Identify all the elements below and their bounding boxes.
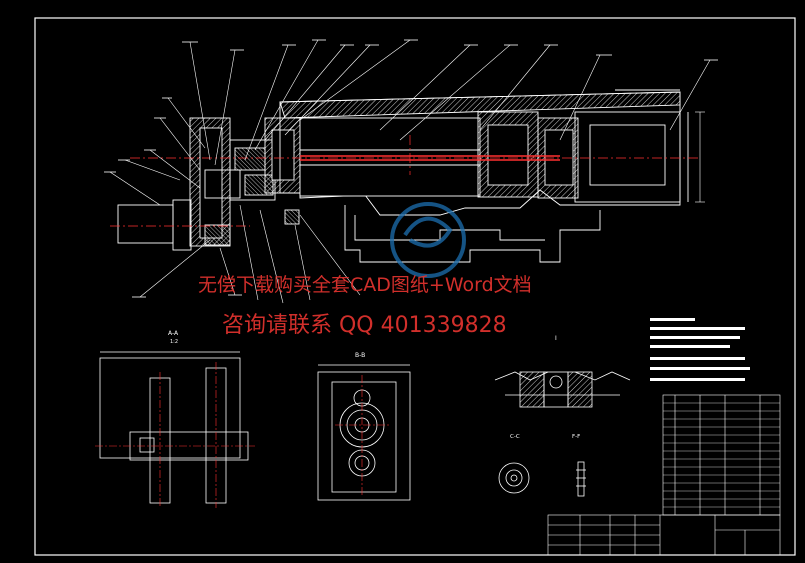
section-detail-view — [576, 461, 586, 497]
title-block — [547, 514, 781, 556]
drawing-frame — [34, 17, 796, 556]
watermark-logo-icon — [390, 202, 466, 278]
section-a-label: A-A — [168, 330, 179, 337]
section-c-label: C-C — [510, 434, 520, 440]
main-centerlines — [110, 135, 700, 227]
section-detail-label: F-F — [572, 434, 580, 440]
parts-list-rows — [663, 402, 780, 508]
watermark-line-1: 无偿下载购买全套CAD图纸+Word文档 — [198, 274, 532, 296]
balloon-ticks — [104, 39, 718, 298]
parts-list-table — [662, 394, 781, 516]
section-a-scale: 1:2 — [170, 339, 178, 345]
leader-lines — [109, 39, 711, 304]
section-c-view — [498, 462, 530, 494]
main-assembly-view — [117, 89, 689, 263]
section-b-label: B-B — [355, 352, 365, 359]
section-b-view — [317, 364, 411, 501]
detail-i-label: I — [555, 335, 557, 342]
watermark-line-2: 咨询请联系 QQ 401339828 — [222, 313, 507, 338]
section-a-view — [99, 351, 249, 504]
tech-requirements — [650, 318, 750, 381]
section-a-centerlines — [95, 362, 255, 508]
shaft-red — [300, 155, 560, 161]
detail-i-view — [494, 371, 631, 408]
dimension-right — [695, 111, 705, 203]
section-b-centerlines — [335, 375, 390, 495]
